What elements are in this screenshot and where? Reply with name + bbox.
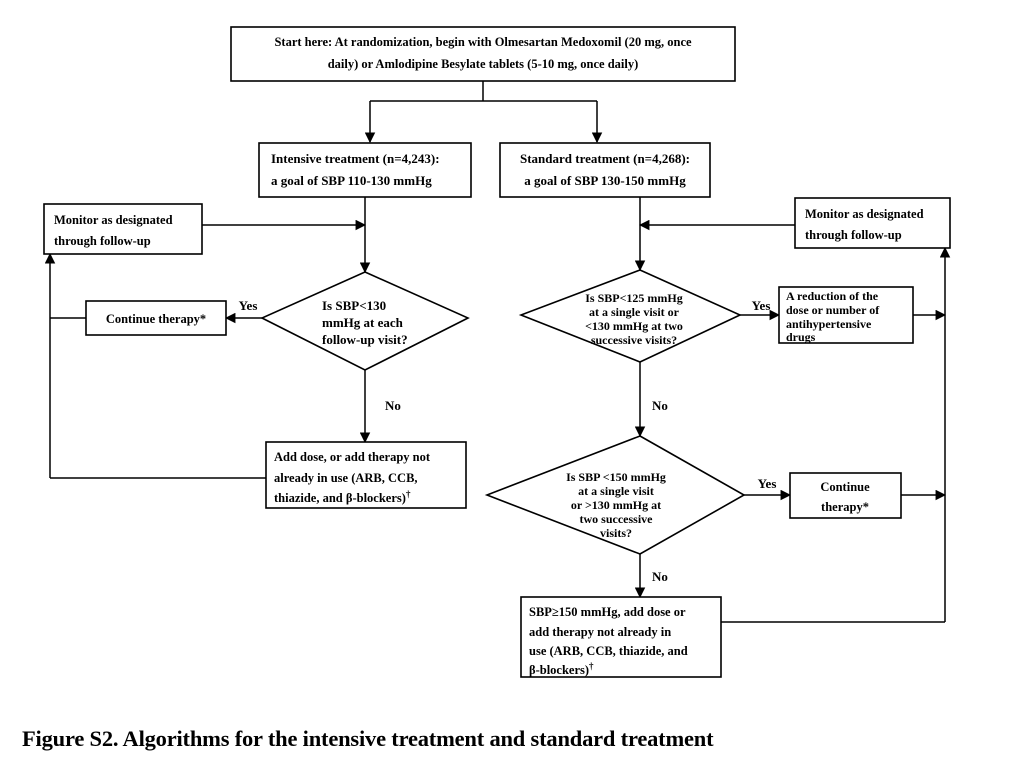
add-dose-left-dagger: † (406, 489, 411, 499)
edge-label-layer: Yes No Yes No Yes No (239, 298, 777, 584)
decision-left-line-1: Is SBP<130 (322, 298, 386, 313)
add-dose-bottom-box[interactable] (520, 596, 722, 678)
continue-left-box[interactable] (85, 300, 227, 336)
decision-right-top-line-4: successive visits? (591, 333, 677, 347)
node-add-dose-bottom[interactable]: SBP≥150 mmHg, add dose or add therapy no… (520, 596, 722, 678)
node-monitor-left[interactable]: Monitor as designated through follow-up (43, 203, 203, 255)
monitor-left-line-2: through follow-up (54, 234, 151, 248)
decision-right-top-diamond[interactable] (518, 269, 742, 363)
decision-right-bottom-line-3: or >130 mmHg at (571, 498, 661, 512)
node-decision-sbp-130[interactable]: Is SBP<130 mmHg at each follow-up visit? (260, 271, 470, 371)
decision-right-bottom-line-2: at a single visit (578, 484, 654, 498)
node-intensive-treatment[interactable]: Intensive treatment (n=4,243): a goal of… (258, 142, 472, 198)
start-line-1: Start here: At randomization, begin with… (274, 35, 692, 49)
add-dose-left-line-1: Add dose, or add therapy not (274, 450, 431, 464)
add-dose-left-line-3: thiazide, and β-blockers) (274, 491, 406, 505)
edge-label-right-bottom-yes: Yes (758, 476, 777, 491)
monitor-left-box[interactable] (43, 203, 203, 255)
start-box[interactable] (230, 26, 736, 82)
svg-text:β-blockers)†: β-blockers)† (529, 661, 594, 677)
intensive-line-1: Intensive treatment (n=4,243): (271, 151, 440, 166)
add-dose-left-box[interactable] (265, 441, 467, 509)
edge-label-left-yes: Yes (239, 298, 258, 313)
add-dose-bottom-line-4: β-blockers) (529, 663, 589, 677)
node-continue-therapy-left[interactable]: Continue therapy* (85, 300, 227, 336)
reduction-line-2: dose or number of (786, 303, 880, 317)
monitor-left-line-1: Monitor as designated (54, 213, 173, 227)
reduction-line-3: antihypertensive (786, 317, 872, 331)
connector-layer (44, 80, 951, 623)
standard-line-2: a goal of SBP 130-150 mmHg (524, 173, 686, 188)
monitor-right-line-1: Monitor as designated (805, 207, 924, 221)
intensive-box[interactable] (258, 142, 472, 198)
intensive-line-2: a goal of SBP 110-130 mmHg (271, 173, 432, 188)
edge-label-right-top-yes: Yes (752, 298, 771, 313)
decision-right-bottom-diamond[interactable] (484, 435, 746, 555)
node-standard-treatment[interactable]: Standard treatment (n=4,268): a goal of … (499, 142, 711, 198)
edge-label-right-top-no: No (652, 398, 668, 413)
figure-caption: Figure S2. Algorithms for the intensive … (22, 726, 714, 751)
add-dose-left-line-2: already in use (ARB, CCB, (274, 471, 418, 485)
standard-box[interactable] (499, 142, 711, 198)
reduction-box[interactable] (778, 286, 914, 344)
svg-text:thiazide, and β-blockers)†: thiazide, and β-blockers)† (274, 489, 411, 505)
node-start[interactable]: Start here: At randomization, begin with… (230, 26, 736, 82)
decision-right-top-line-2: at a single visit or (589, 305, 680, 319)
add-dose-bottom-line-2: add therapy not already in (529, 625, 671, 639)
reduction-line-1: A reduction of the (786, 289, 879, 303)
start-line-2: daily) or Amlodipine Besylate tablets (5… (328, 57, 639, 71)
continue-left-label: Continue therapy* (106, 312, 206, 326)
node-add-dose-left[interactable]: Add dose, or add therapy not already in … (265, 441, 467, 509)
node-monitor-right[interactable]: Monitor as designated through follow-up (794, 197, 951, 249)
decision-left-line-2: mmHg at each (322, 315, 404, 330)
decision-right-top-line-1: Is SBP<125 mmHg (585, 291, 683, 305)
decision-right-bottom-line-5: visits? (600, 526, 632, 540)
decision-left-diamond[interactable] (260, 271, 470, 371)
decision-right-bottom-line-1: Is SBP <150 mmHg (566, 470, 666, 484)
monitor-right-line-2: through follow-up (805, 228, 902, 242)
continue-right-line-2: therapy* (821, 500, 869, 514)
standard-line-1: Standard treatment (n=4,268): (520, 151, 690, 166)
monitor-right-box[interactable] (794, 197, 951, 249)
edge-label-right-bottom-no: No (652, 569, 668, 584)
node-decision-sbp-125[interactable]: Is SBP<125 mmHg at a single visit or <13… (518, 269, 742, 363)
decision-right-bottom-line-4: two successive (580, 512, 654, 526)
add-dose-bottom-line-1: SBP≥150 mmHg, add dose or (529, 605, 686, 619)
edge-label-left-no: No (385, 398, 401, 413)
add-dose-bottom-dagger: † (589, 661, 594, 671)
decision-left-line-3: follow-up visit? (322, 332, 408, 347)
node-continue-therapy-right[interactable]: Continue therapy* (789, 472, 902, 519)
add-dose-bottom-line-3: use (ARB, CCB, thiazide, and (529, 644, 688, 658)
continue-right-box[interactable] (789, 472, 902, 519)
node-decision-sbp-150[interactable]: Is SBP <150 mmHg at a single visit or >1… (484, 435, 746, 555)
reduction-line-4: drugs (786, 330, 816, 344)
continue-right-line-1: Continue (820, 480, 870, 494)
node-reduction-of-dose[interactable]: A reduction of the dose or number of ant… (778, 286, 914, 344)
decision-right-top-line-3: <130 mmHg at two (585, 319, 683, 333)
